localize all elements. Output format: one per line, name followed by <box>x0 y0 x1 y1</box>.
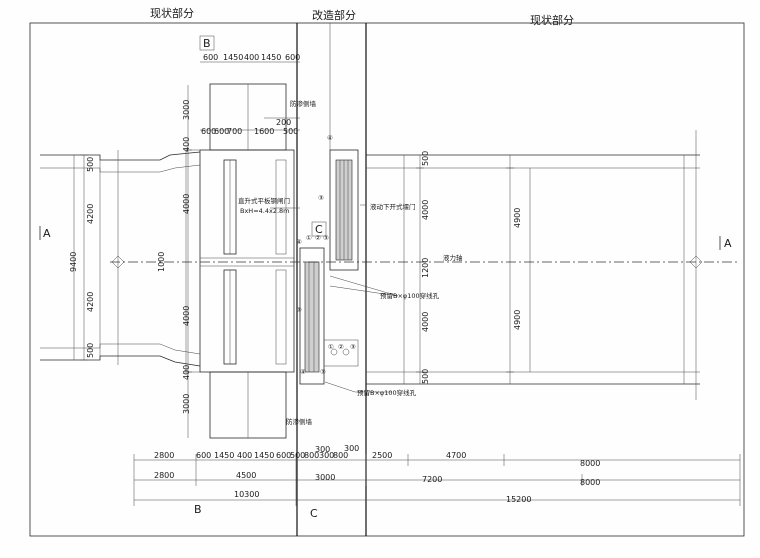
dim-top2-5: 500 <box>283 127 298 136</box>
dim-top-3: 400 <box>244 53 259 62</box>
dim-bot2-4: 7200 <box>422 475 442 484</box>
dim-bot2-2: 4500 <box>236 471 256 480</box>
dim-bot1-5: 1450 <box>254 451 274 460</box>
section-mark-a-left: A <box>43 227 51 240</box>
dim-left-top: 3000 <box>182 100 191 120</box>
section-mark-b-bottom: B <box>194 503 202 516</box>
dim-bot1-1: 2800 <box>154 451 174 460</box>
dim-left-total: 9400 <box>69 252 78 272</box>
callout-2: ② <box>315 234 321 242</box>
dim-left-f: 4200 <box>86 292 95 312</box>
dim-bot1-8: 800 <box>304 451 319 460</box>
section-mark-a-right: A <box>724 237 732 250</box>
dim-right-a: 500 <box>421 151 430 166</box>
left-channel-top-wall <box>40 151 201 161</box>
header-existing-right: 现状部分 <box>530 13 574 27</box>
callout-1: ① <box>306 234 312 242</box>
dim-left-c: 4200 <box>86 204 95 224</box>
label-flat-gate: 直升式平板钢闸门 <box>238 196 290 205</box>
dim-right-f: 4900 <box>513 208 522 228</box>
drawing-frame <box>29 22 745 537</box>
lower-gate-housing <box>299 247 325 385</box>
callout-4-mid: ④ <box>296 238 302 246</box>
dim-left-a: 400 <box>182 137 191 152</box>
dim-left-bottom: 3000 <box>182 394 191 414</box>
dim-top-4: 1450 <box>261 53 281 62</box>
dim-right-d: 4000 <box>421 312 430 332</box>
dim-top2-1: 600 <box>201 127 216 136</box>
dim-right-b: 4000 <box>421 200 430 220</box>
section-mark-c-mid: C <box>315 223 323 236</box>
dim-bot2-1: 2800 <box>154 471 174 480</box>
dim-left-e: 1000 <box>157 252 166 272</box>
drop-gate-housing <box>329 149 359 271</box>
dim-bot2-5: 8000 <box>580 478 600 487</box>
dim-left-g: 4000 <box>182 306 191 326</box>
dim-bot1-4: 400 <box>237 451 252 460</box>
dim-bot1-6: 600 <box>276 451 291 460</box>
dim-bot3-1: 10300 <box>234 490 259 499</box>
callout-4-top: ④ <box>327 134 333 142</box>
header-renovation: 改造部分 <box>312 8 356 22</box>
dim-bot1-10: 800 <box>333 451 348 460</box>
dim-top2-extra: 200 <box>276 118 291 127</box>
callout-3-lower: ③ <box>350 343 356 351</box>
left-channel-bottom-wall <box>40 355 201 367</box>
dim-left-b: 500 <box>86 157 95 172</box>
dim-right-c: 1200 <box>421 258 430 278</box>
dim-bot1-3: 1450 <box>214 451 234 460</box>
dim-bot1-2: 600 <box>196 451 211 460</box>
label-drop-gate: 液动下开式堰门 <box>370 202 416 211</box>
dim-right-e: 500 <box>421 369 430 384</box>
dim-left-i: 400 <box>182 365 191 380</box>
dim-left-h: 500 <box>86 343 95 358</box>
dim-top-2: 1450 <box>223 53 243 62</box>
label-seepage-wall-top: 防渗侧墙 <box>290 99 317 108</box>
callout-4-bottom: ④ <box>300 368 306 376</box>
dim-bot1-12: 4700 <box>446 451 466 460</box>
callout-3-top: ③ <box>318 194 324 202</box>
dim-bot1-13: 8000 <box>580 459 600 468</box>
section-mark-b-top: B <box>203 37 211 50</box>
dim-left-d: 4000 <box>182 194 191 214</box>
label-gate-size: BxH=4.4x2.8m <box>240 207 290 215</box>
label-flow-axis: 液力轴 <box>443 253 463 262</box>
label-pipe-upper: 预留B×φ100穿线孔 <box>380 291 440 300</box>
dim-top2-2: 600 <box>214 127 229 136</box>
label-pipe-lower: 预留B×φ100穿线孔 <box>357 388 417 397</box>
callout-3-bottom: ③ <box>320 368 326 376</box>
callout-1-lower: ① <box>328 343 334 351</box>
dim-right-g: 4900 <box>513 310 522 330</box>
dim-top2-4: 1600 <box>254 127 274 136</box>
callout-3-left: ③ <box>296 306 302 314</box>
dim-bot2-3: 3000 <box>315 473 335 482</box>
callout-2-lower: ② <box>338 343 344 351</box>
label-seepage-wall-bottom: 防渗侧墙 <box>286 417 313 426</box>
section-mark-c-bottom: C <box>310 507 318 520</box>
dim-top-1: 600 <box>203 53 218 62</box>
dim-bot1-9: 300 <box>319 451 334 460</box>
dim-top2-3: 700 <box>227 127 242 136</box>
dim-bot1-7: 500 <box>290 451 305 460</box>
dim-bot1-11: 2500 <box>372 451 392 460</box>
dim-bot-small-2: 300 <box>344 444 359 453</box>
dim-top-5: 600 <box>285 53 300 62</box>
dim-bot-small-1: 300 <box>315 445 330 454</box>
callout-3-mid: ③ <box>323 234 329 242</box>
dim-bot3-2: 15200 <box>506 495 531 504</box>
header-existing-left: 现状部分 <box>150 6 194 20</box>
